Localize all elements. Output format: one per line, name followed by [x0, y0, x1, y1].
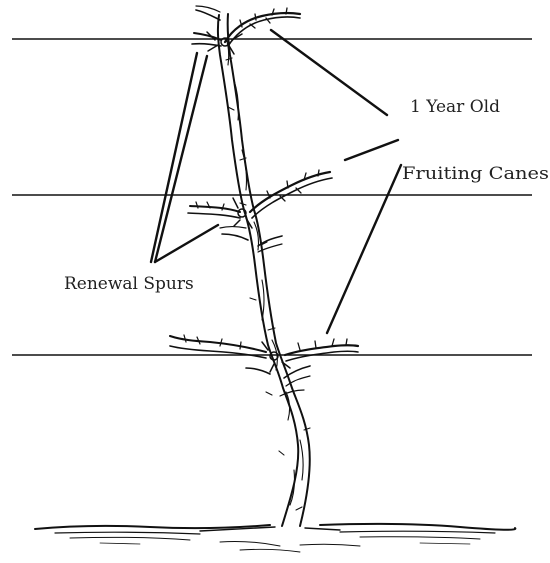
cane-middle-right: [250, 172, 330, 212]
label-renewal-spurs: Renewal Spurs: [64, 274, 194, 294]
leader-spurs-top: [151, 53, 197, 262]
canes: [170, 6, 358, 396]
label-canes-line1: 1 Year Old: [410, 97, 500, 117]
leader-spurs-middle: [155, 225, 218, 262]
label-canes-line2: Fruiting Canes: [402, 164, 549, 184]
leader-canes-top: [271, 30, 387, 115]
leader-canes-bottom: [327, 165, 401, 333]
ground: [35, 524, 515, 552]
trellis-wires: [12, 39, 532, 355]
leader-spurs-top-2: [155, 56, 207, 262]
vine-trunk: [218, 14, 310, 526]
leader-canes-middle: [345, 140, 398, 160]
